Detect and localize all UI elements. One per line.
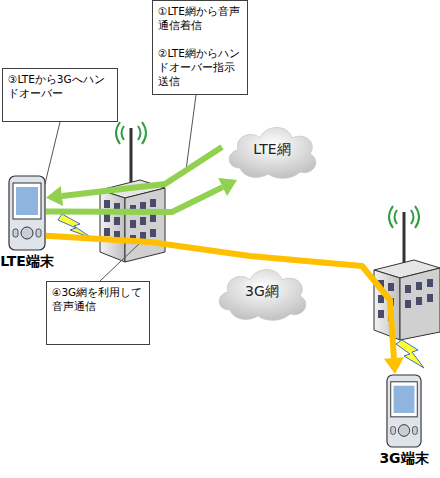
leader-line <box>186 95 196 170</box>
phone-icon <box>386 374 422 448</box>
phone-icon <box>8 175 46 251</box>
callout-box: ③LTEから3Gへハンドオーバー <box>2 68 118 122</box>
signal-arrow <box>46 236 404 374</box>
signal-arrow <box>46 178 237 212</box>
callout-text: ③LTEから3Gへハンドオーバー <box>8 72 112 100</box>
callout-text: ②LTE網からハンドオーバー指示送信 <box>158 46 242 88</box>
terminal-phone: 3G端末 <box>386 374 422 448</box>
network-label: LTE網 <box>253 141 290 159</box>
leader-line <box>100 243 140 281</box>
terminal-label: 3G端末 <box>379 450 428 468</box>
network-label: 3G網 <box>245 283 279 301</box>
callout-text: ①LTE網から音声通信着信 <box>158 4 242 32</box>
callout-box: ④3G網を利用して音声通信 <box>46 281 150 345</box>
callout-box: ①LTE網から音声通信着信 ②LTE網からハンドオーバー指示送信 <box>152 0 248 95</box>
callout-text: ④3G網を利用して音声通信 <box>52 285 144 313</box>
base-station <box>374 206 440 340</box>
terminal-label: LTE端末 <box>0 253 54 271</box>
terminal-phone: LTE端末 <box>8 175 46 251</box>
network-cloud: LTE網 <box>222 120 322 180</box>
network-cloud: 3G網 <box>212 262 312 322</box>
